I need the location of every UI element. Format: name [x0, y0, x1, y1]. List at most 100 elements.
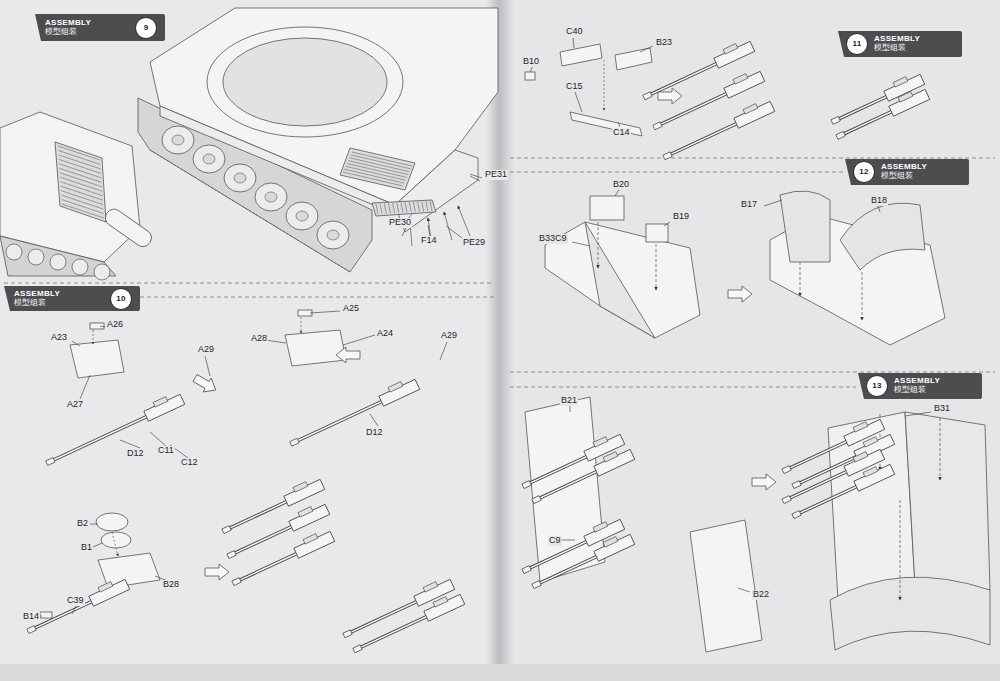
drawn-part [40, 612, 52, 618]
line-art [510, 172, 843, 173]
line-art [376, 204, 378, 214]
line-art [60, 177, 102, 191]
drawn-part [234, 173, 246, 183]
part-number: B10 [522, 57, 540, 67]
line-art [510, 372, 995, 373]
drawn-part [836, 131, 845, 139]
header-text: 模型组装 [14, 299, 60, 308]
line-art [656, 244, 657, 290]
drawn-part [289, 504, 330, 531]
part-number: C9 [548, 536, 562, 546]
part-number: C11 [157, 446, 175, 456]
line-art [150, 432, 166, 446]
part-number: A28 [250, 334, 268, 344]
drawn-part [522, 481, 531, 489]
line-art [343, 335, 375, 345]
line-art [604, 60, 605, 110]
part-number: PE29 [462, 238, 486, 248]
art-group [353, 594, 465, 652]
drawn-shape [752, 474, 776, 490]
part-number: B19 [672, 212, 690, 222]
line-art [598, 222, 599, 268]
drawn-part [94, 264, 110, 280]
drawn-part [101, 532, 131, 548]
line-art [537, 555, 600, 585]
drawn-part [504, 0, 1000, 681]
step-header: ASSEMBLY模型组装10 [4, 286, 140, 311]
drawn-part [98, 582, 113, 592]
art-group [0, 112, 155, 276]
header-text: ASSEMBLY [874, 35, 920, 44]
drawn-part [525, 72, 535, 80]
drawn-part [207, 27, 403, 137]
drawn-part [828, 412, 915, 600]
drawn-part [653, 122, 662, 130]
line-art [430, 201, 432, 211]
header-text: ASSEMBLY [881, 163, 927, 172]
line-art [537, 470, 600, 500]
part-number: A29 [440, 331, 458, 341]
drawn-part [723, 44, 738, 54]
drawn-part [615, 48, 652, 70]
line-art [446, 226, 462, 238]
line-art [428, 225, 430, 236]
drawn-part [98, 553, 160, 588]
header-text: 模型组装 [881, 172, 927, 181]
art-group [93, 60, 604, 556]
line-art [343, 172, 403, 186]
art-group [46, 394, 185, 465]
drawn-part [560, 44, 602, 66]
drawn-part [603, 452, 618, 462]
drawn-part [594, 534, 635, 561]
step-number: 12 [853, 161, 875, 183]
drawn-part [28, 249, 44, 265]
line-art [393, 203, 395, 213]
drawn-part [733, 74, 748, 84]
line-art [426, 201, 428, 211]
line-art [357, 615, 430, 649]
line-art [370, 414, 378, 426]
drawn-part [388, 382, 403, 392]
drawn-part [643, 92, 652, 100]
art-group [836, 89, 930, 139]
drawn-part [298, 507, 313, 517]
drawn-part [433, 597, 448, 607]
line-art [62, 200, 104, 214]
drawn-part [303, 534, 318, 544]
line-art [90, 524, 98, 525]
line-art [667, 122, 740, 156]
line-art [301, 317, 302, 333]
line-art [59, 159, 101, 173]
drawn-part [90, 323, 104, 329]
drawn-part [853, 452, 868, 462]
drawn-part [0, 112, 140, 262]
line-art [205, 356, 210, 376]
step-number-text: 13 [872, 382, 882, 390]
drawn-part [6, 244, 22, 260]
drawn-part [227, 551, 236, 559]
line-art [294, 400, 385, 442]
line-art [470, 176, 480, 181]
art-group [525, 397, 990, 652]
line-art [841, 110, 895, 135]
drawn-part [889, 89, 930, 116]
drawn-part [172, 135, 184, 145]
line-art [940, 418, 941, 480]
header-text: ASSEMBLY [45, 19, 91, 28]
art-group [532, 449, 635, 503]
part-number: B17 [740, 200, 758, 210]
line-art [4, 283, 494, 284]
drawn-shape [728, 286, 752, 302]
part-number: D12 [365, 428, 384, 438]
drawn-part [0, 664, 1000, 681]
part-number: B23 [655, 38, 673, 48]
drawn-part [593, 437, 608, 447]
line-art [575, 92, 582, 112]
drawn-part [232, 578, 241, 586]
drawn-part [792, 511, 801, 519]
drawn-part [593, 522, 608, 532]
part-number: B31 [933, 404, 951, 414]
line-art [344, 169, 404, 183]
line-art [764, 200, 782, 206]
